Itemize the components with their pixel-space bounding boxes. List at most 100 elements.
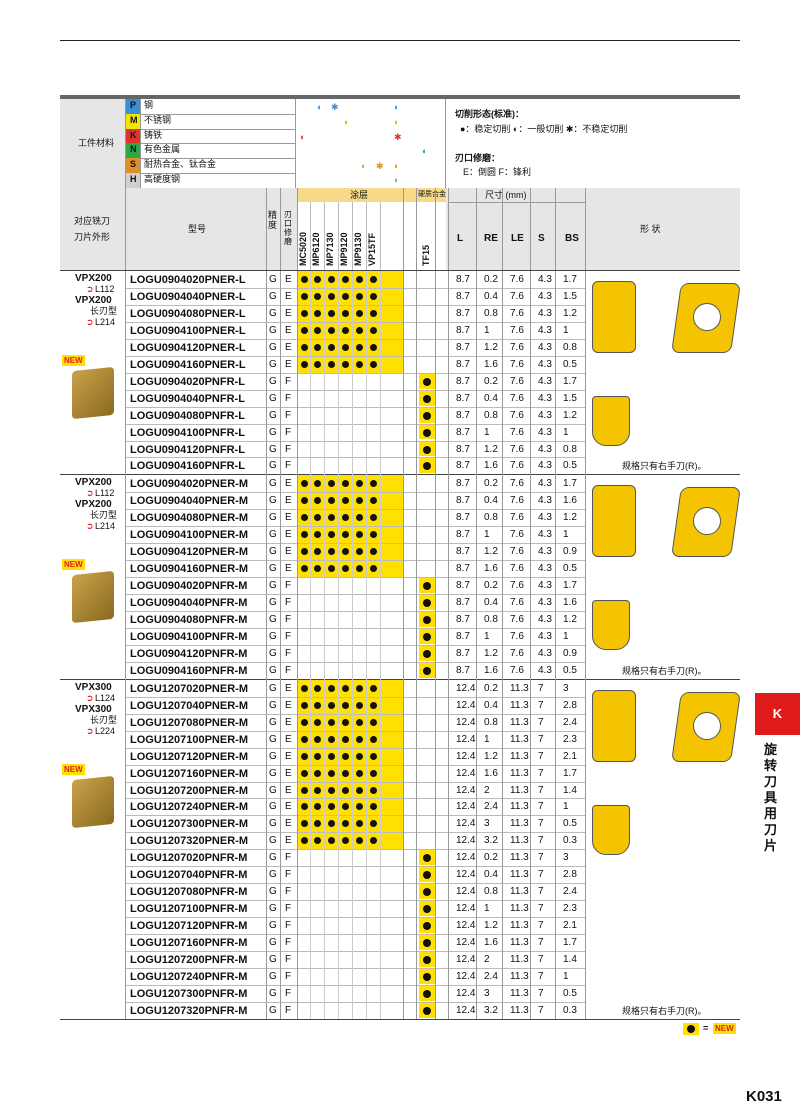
- dimension-value: 2.8: [563, 699, 577, 711]
- grid-line: [125, 143, 295, 145]
- grade-dot: [301, 786, 308, 794]
- dimension-value: 12.4: [456, 1004, 476, 1016]
- applicability-mark: ◐: [300, 132, 306, 142]
- precision-value: G: [269, 597, 277, 609]
- precision-value: G: [269, 358, 277, 370]
- grade-dot: [342, 548, 349, 556]
- grid-line: [502, 271, 503, 1019]
- carbide-name-bg: [416, 202, 446, 270]
- table-row-model: LOGU0904020PNER-L: [130, 274, 246, 286]
- grade-dot: [356, 514, 363, 522]
- grid-line: [125, 355, 585, 357]
- material-code-h: [125, 173, 140, 188]
- grade-dot: [314, 343, 321, 351]
- dimension-value: 1.2: [484, 443, 498, 455]
- dimension-value: 3: [484, 818, 490, 830]
- dimension-value: 0.4: [484, 869, 498, 881]
- grid-line: [125, 832, 585, 834]
- dimension-value: 7.6: [510, 443, 524, 455]
- dimension-value: 7.6: [510, 324, 524, 336]
- grid-line: [125, 883, 585, 885]
- insert-hole-drawing: [693, 711, 721, 740]
- dimension-value: 8.7: [456, 529, 470, 541]
- table-row-model: LOGU0904160PNER-L: [130, 358, 246, 371]
- grade-name: MP9130: [353, 232, 363, 266]
- grade-dot: [356, 718, 363, 726]
- edge-value: E: [285, 750, 292, 762]
- dimension-value: 4.3: [538, 630, 552, 642]
- dimension-value: 8.7: [456, 290, 470, 302]
- grade-dot: [328, 752, 335, 760]
- dimension-value: 8.7: [456, 512, 470, 524]
- grid-line: [60, 678, 740, 680]
- dimension-value: 7.6: [510, 358, 524, 370]
- grade-dot: [342, 565, 349, 573]
- dimension-value: 1: [484, 630, 490, 642]
- table-row-model: LOGU1207080PNER-M: [130, 716, 248, 729]
- dimension-value: 1.2: [484, 341, 498, 353]
- grid-line: [352, 202, 353, 270]
- grid-line: [125, 696, 585, 698]
- dimension-value: 7.6: [510, 647, 524, 659]
- dimension-value: 1: [563, 324, 569, 336]
- dimension-value: 4.3: [538, 341, 552, 353]
- grid-line: [125, 389, 585, 391]
- dimension-value: 11.3: [510, 903, 529, 915]
- dimension-value: 2.8: [563, 869, 577, 881]
- edge-value: F: [285, 597, 292, 609]
- dimension-value: 0.4: [484, 495, 498, 507]
- dimension-value: 1: [563, 801, 569, 813]
- grade-dot: [342, 701, 349, 709]
- grade-dot: [314, 701, 321, 709]
- grid-line: [125, 984, 585, 986]
- grade-dot: [370, 684, 377, 692]
- table-row-model: LOGU1207300PNER-M: [130, 818, 248, 831]
- dimension-value: 7: [538, 784, 544, 796]
- carbide-dot: [423, 956, 431, 964]
- grid-line: [125, 661, 585, 663]
- dimension-value: 1.7: [563, 478, 577, 490]
- dimension-value: 12.4: [456, 767, 476, 779]
- grade-dot: [356, 276, 363, 283]
- dimension-value: 1.2: [484, 546, 498, 558]
- section-title: 旋转刀具用刀片: [764, 742, 778, 853]
- grid-line: [324, 202, 325, 270]
- dimension-value: 12.4: [456, 886, 476, 898]
- precision-value: G: [269, 324, 277, 336]
- dimension-value: 1: [563, 970, 569, 982]
- grade-dot: [328, 565, 335, 573]
- holder-size: L124: [95, 692, 116, 703]
- grade-dot: [356, 769, 363, 777]
- dimension-value: 11.3: [510, 699, 529, 711]
- dimension-value: 8.7: [456, 443, 470, 455]
- grade-dot: [342, 292, 349, 300]
- grid-line: [476, 271, 477, 1019]
- dimension-value: 7: [538, 852, 544, 864]
- grid-line: [125, 271, 126, 1019]
- precision-value: G: [269, 767, 277, 779]
- edge-value: E: [285, 835, 292, 847]
- grade-dot: [328, 360, 335, 368]
- grid-line: [555, 188, 556, 270]
- grade-dot: [342, 531, 349, 539]
- material-code-label: M: [130, 114, 138, 125]
- work-material-label: 工件材料: [78, 138, 115, 148]
- dimension-value: 0.2: [484, 478, 498, 490]
- edge-value: E: [285, 290, 292, 302]
- shape-label: 形 状: [640, 224, 661, 234]
- precision-value: G: [269, 750, 277, 762]
- grade-dot: [342, 684, 349, 692]
- grid-line: [125, 917, 585, 919]
- grade-dot: [314, 786, 321, 794]
- grid-line: [555, 271, 556, 1019]
- grade-dot: [314, 514, 321, 522]
- grade-dot: [356, 360, 363, 368]
- dimension-value: 1.6: [484, 767, 498, 779]
- dimension-value: 0.8: [484, 886, 498, 898]
- grade-dot: [301, 531, 308, 539]
- arrow-icon: ➲: [86, 521, 94, 532]
- precision-value: G: [269, 647, 277, 659]
- material-code-label: N: [130, 144, 137, 155]
- grid-line: [125, 543, 585, 545]
- grade-name: TF15: [421, 244, 431, 266]
